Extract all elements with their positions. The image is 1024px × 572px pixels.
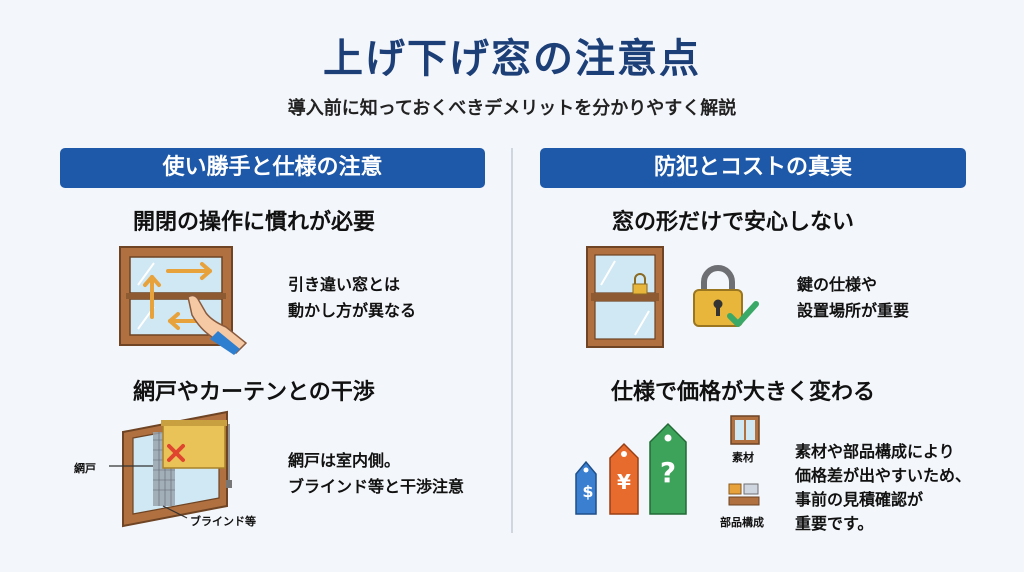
right-section2-desc-line1: 素材や部品構成により <box>795 442 955 461</box>
label-material: 素材 <box>732 451 754 464</box>
right-section2-desc-line3: 事前の見積確認が <box>795 490 924 509</box>
label-screen: 網戸 <box>74 462 96 475</box>
right-section2-desc-line4: 重要です。 <box>795 514 874 533</box>
left-section2-desc: 網戸は室内側。 ブラインド等と干渉注意 <box>288 448 464 500</box>
material-window-icon <box>730 415 760 445</box>
double-hung-window-icon <box>586 246 664 348</box>
left-section2-desc-line2: ブラインド等と干渉注意 <box>288 477 465 496</box>
left-section1-desc-line2: 動かし方が異なる <box>288 301 417 320</box>
label-parts: 部品構成 <box>720 516 764 529</box>
right-section2-desc: 素材や部品構成により 価格差が出やすいため、 事前の見積確認が 重要です。 <box>795 440 971 536</box>
window-screen-blind-icon <box>109 410 232 528</box>
left-section1-heading: 開閉の操作に慣れが必要 <box>133 210 376 235</box>
tag-dollar-label: $ <box>582 482 594 501</box>
page-title: 上げ下げ窓の注意点 <box>323 36 701 82</box>
left-banner: 使い勝手と仕様の注意 <box>60 148 485 188</box>
label-blind: ブラインド等 <box>190 515 256 528</box>
left-section1-desc: 引き違い窓とは 動かし方が異なる <box>288 272 416 324</box>
right-banner: 防犯とコストの真実 <box>540 148 966 188</box>
page-subtitle: 導入前に知っておくべきデメリットを分かりやすく解説 <box>287 98 737 119</box>
tag-question-shape <box>649 422 687 515</box>
left-section2-desc-line1: 網戸は室内側。 <box>288 451 401 470</box>
left-section1-desc-line1: 引き違い窓とは <box>288 275 401 294</box>
right-section1-desc: 鍵の仕様や 設置場所が重要 <box>797 272 909 324</box>
right-section2-heading: 仕様で価格が大きく変わる <box>611 380 876 405</box>
left-section2-heading: 網戸やカーテンとの干渉 <box>133 380 375 405</box>
sliding-window-icon <box>119 246 248 355</box>
tag-dollar-shape <box>575 460 597 515</box>
tag-yen-shape <box>609 442 639 515</box>
right-section1-desc-line2: 設置場所が重要 <box>797 301 910 320</box>
price-tags-icon <box>575 422 687 515</box>
padlock-check-icon <box>693 265 759 327</box>
right-section2-desc-line2: 価格差が出やすいため、 <box>795 466 972 485</box>
parts-icon <box>728 483 760 506</box>
tag-question-label: ? <box>659 456 677 489</box>
column-divider <box>511 148 513 533</box>
right-section1-desc-line1: 鍵の仕様や <box>797 275 878 294</box>
right-section1-heading: 窓の形だけで安心しない <box>612 210 855 235</box>
tag-yen-label: ¥ <box>617 470 631 494</box>
